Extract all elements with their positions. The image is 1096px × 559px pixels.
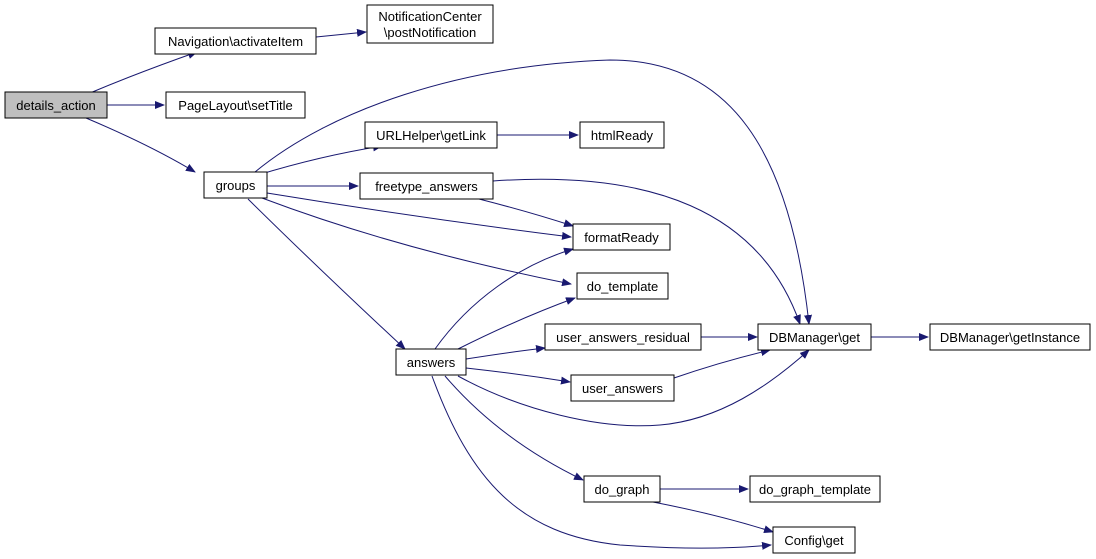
svg-text:answers: answers — [407, 355, 456, 370]
node-urlhelper-getlink[interactable]: URLHelper\getLink — [364, 121, 498, 149]
edge-details-to-navigation — [89, 51, 198, 94]
edge-do-graph-to-config-get — [652, 501, 774, 534]
node-dbmanager-get[interactable]: DBManager\get — [757, 323, 872, 351]
node-do-graph[interactable]: do_graph — [583, 475, 661, 503]
svg-text:do_graph_template: do_graph_template — [759, 482, 871, 497]
node-answers[interactable]: answers — [395, 348, 467, 376]
svg-text:Navigation\activateItem: Navigation\activateItem — [168, 34, 303, 49]
node-navigation-activateitem[interactable]: Navigation\activateItem — [154, 27, 317, 55]
edges — [85, 28, 929, 550]
edge-answers-to-do-template — [457, 297, 576, 350]
edge-answers-to-formatready — [434, 247, 574, 350]
edge-answers-to-residual — [465, 345, 546, 360]
svg-text:DBManager\getInstance: DBManager\getInstance — [940, 330, 1080, 345]
edge-answers-to-dbmanager-get — [457, 349, 810, 427]
svg-text:PageLayout\setTitle: PageLayout\setTitle — [178, 98, 292, 113]
edge-user-answers-to-dbmanager-get — [673, 348, 771, 379]
node-notificationcenter-postnotification[interactable]: NotificationCenter \postNotification — [366, 4, 494, 44]
svg-text:NotificationCenter: NotificationCenter — [378, 9, 482, 24]
edge-answers-to-do-graph — [444, 375, 584, 481]
edge-groups-to-formatready — [266, 192, 572, 240]
svg-text:\postNotification: \postNotification — [384, 25, 477, 40]
svg-text:details_action: details_action — [16, 98, 96, 113]
svg-text:htmlReady: htmlReady — [591, 128, 654, 143]
node-details-action[interactable]: details_action — [4, 91, 108, 119]
node-do-graph-template[interactable]: do_graph_template — [749, 475, 881, 503]
edge-freetype-to-dbmanager-get — [492, 178, 801, 325]
svg-text:freetype_answers: freetype_answers — [375, 179, 478, 194]
svg-text:URLHelper\getLink: URLHelper\getLink — [376, 128, 486, 143]
svg-text:do_graph: do_graph — [595, 482, 650, 497]
svg-text:user_answers: user_answers — [582, 381, 663, 396]
node-user-answers[interactable]: user_answers — [570, 374, 675, 402]
node-dbmanager-getinstance[interactable]: DBManager\getInstance — [929, 323, 1091, 351]
node-freetype-answers[interactable]: freetype_answers — [359, 172, 494, 200]
edge-freetype-to-formatready — [478, 198, 574, 228]
node-do-template[interactable]: do_template — [576, 272, 669, 300]
node-formatready[interactable]: formatReady — [572, 223, 671, 251]
svg-text:formatReady: formatReady — [584, 230, 659, 245]
edge-navigation-to-notification — [315, 28, 367, 38]
edge-answers-to-config-get — [431, 375, 772, 550]
node-config-get[interactable]: Config\get — [772, 526, 856, 554]
node-htmlready[interactable]: htmlReady — [579, 121, 665, 149]
edge-answers-to-user-answers — [465, 367, 571, 385]
svg-text:user_answers_residual: user_answers_residual — [556, 330, 690, 345]
svg-text:DBManager\get: DBManager\get — [769, 330, 860, 345]
node-groups[interactable]: groups — [203, 171, 268, 199]
svg-text:Config\get: Config\get — [784, 533, 844, 548]
edge-groups-to-urlhelper — [257, 143, 383, 176]
edge-details-to-groups — [85, 117, 196, 173]
edge-groups-to-do-template — [261, 197, 572, 287]
edge-groups-to-dbmanager-get — [254, 59, 812, 325]
edge-groups-to-answers — [247, 198, 406, 350]
svg-text:do_template: do_template — [587, 279, 659, 294]
node-user-answers-residual[interactable]: user_answers_residual — [544, 323, 702, 351]
node-pagelayout-settitle[interactable]: PageLayout\setTitle — [165, 91, 306, 119]
svg-text:groups: groups — [216, 178, 256, 193]
